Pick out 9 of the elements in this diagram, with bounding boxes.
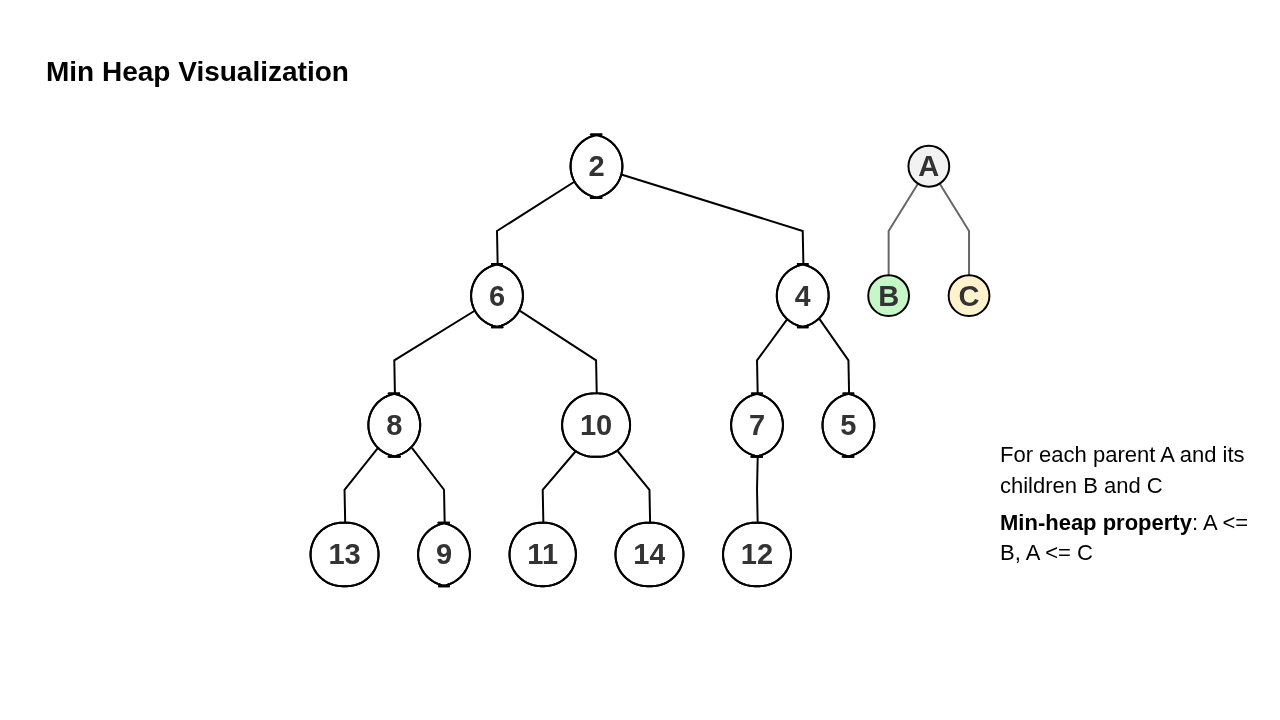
note-text: For each parent A and its children B and C [1000,441,1246,500]
connector [519,309,598,395]
connector [938,182,971,276]
node-circle: B [867,273,910,317]
node-circle: A [907,144,951,188]
diagram-title: Min Heap Visualization [46,56,349,88]
connector [887,182,920,276]
node-circle: C [947,273,991,317]
note-text: Min-heap property: A <= B, A <= C [1000,508,1250,568]
